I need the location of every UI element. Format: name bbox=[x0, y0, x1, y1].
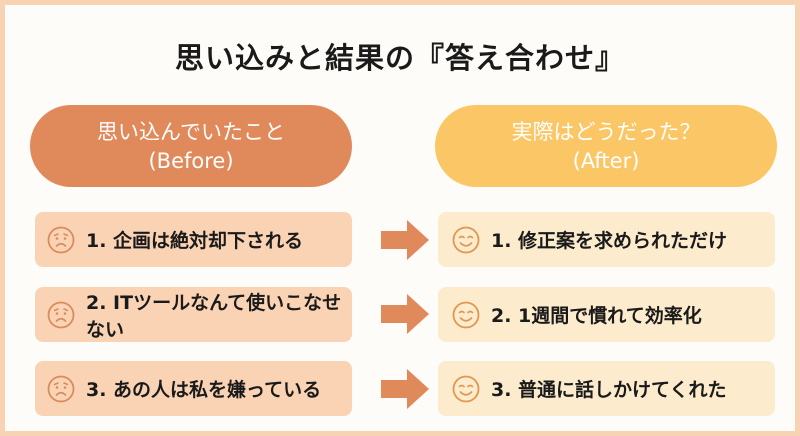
before-header: 思い込んでいたこと (Before) bbox=[30, 105, 352, 187]
after-item-3: 3. 普通に話しかけてくれた bbox=[438, 361, 775, 416]
page-title: 思い込みと結果の『答え合わせ』 bbox=[174, 41, 625, 75]
after-header-title: 実際はどうだった？ bbox=[511, 120, 701, 144]
after-item-2: 2. 1週間で慣れて効率化 bbox=[438, 287, 775, 342]
before-item-2: 2. ITツールなんて使いこなせない bbox=[35, 287, 352, 342]
diagram-canvas: 思い込みと結果の『答え合わせ』 思い込んでいたこと (Before) 実際はどう… bbox=[5, 5, 795, 431]
after-item-1: 1. 修正案を求められただけ bbox=[438, 212, 775, 267]
after-item-text: 1. 修正案を求められただけ bbox=[491, 230, 728, 252]
smiling-face-icon bbox=[452, 226, 480, 253]
smiling-face-icon bbox=[452, 375, 480, 402]
worried-face-icon bbox=[47, 301, 75, 328]
after-item-text: 2. 1週間で慣れて効率化 bbox=[491, 305, 702, 327]
worried-face-icon bbox=[47, 226, 75, 253]
after-header: 実際はどうだった？ (After) bbox=[435, 105, 777, 187]
before-header-title: 思い込んでいたこと bbox=[97, 120, 285, 144]
before-header-subtitle: (Before) bbox=[148, 149, 234, 173]
smiling-face-icon bbox=[452, 301, 480, 328]
before-item-text: 3. あの人は私を嫌っている bbox=[86, 379, 322, 401]
right-arrow-icon bbox=[381, 220, 429, 260]
before-item-text: 2. ITツールなんて使いこなせない bbox=[86, 291, 342, 341]
before-item-text: 1. 企画は絶対却下される bbox=[86, 230, 304, 252]
after-header-subtitle: (After) bbox=[572, 149, 640, 173]
right-arrow-icon bbox=[381, 294, 429, 334]
before-item-3: 3. あの人は私を嫌っている bbox=[35, 361, 352, 416]
worried-face-icon bbox=[47, 375, 75, 402]
right-arrow-icon bbox=[381, 369, 429, 409]
before-item-1: 1. 企画は絶対却下される bbox=[35, 212, 352, 267]
after-item-text: 3. 普通に話しかけてくれた bbox=[491, 379, 727, 401]
